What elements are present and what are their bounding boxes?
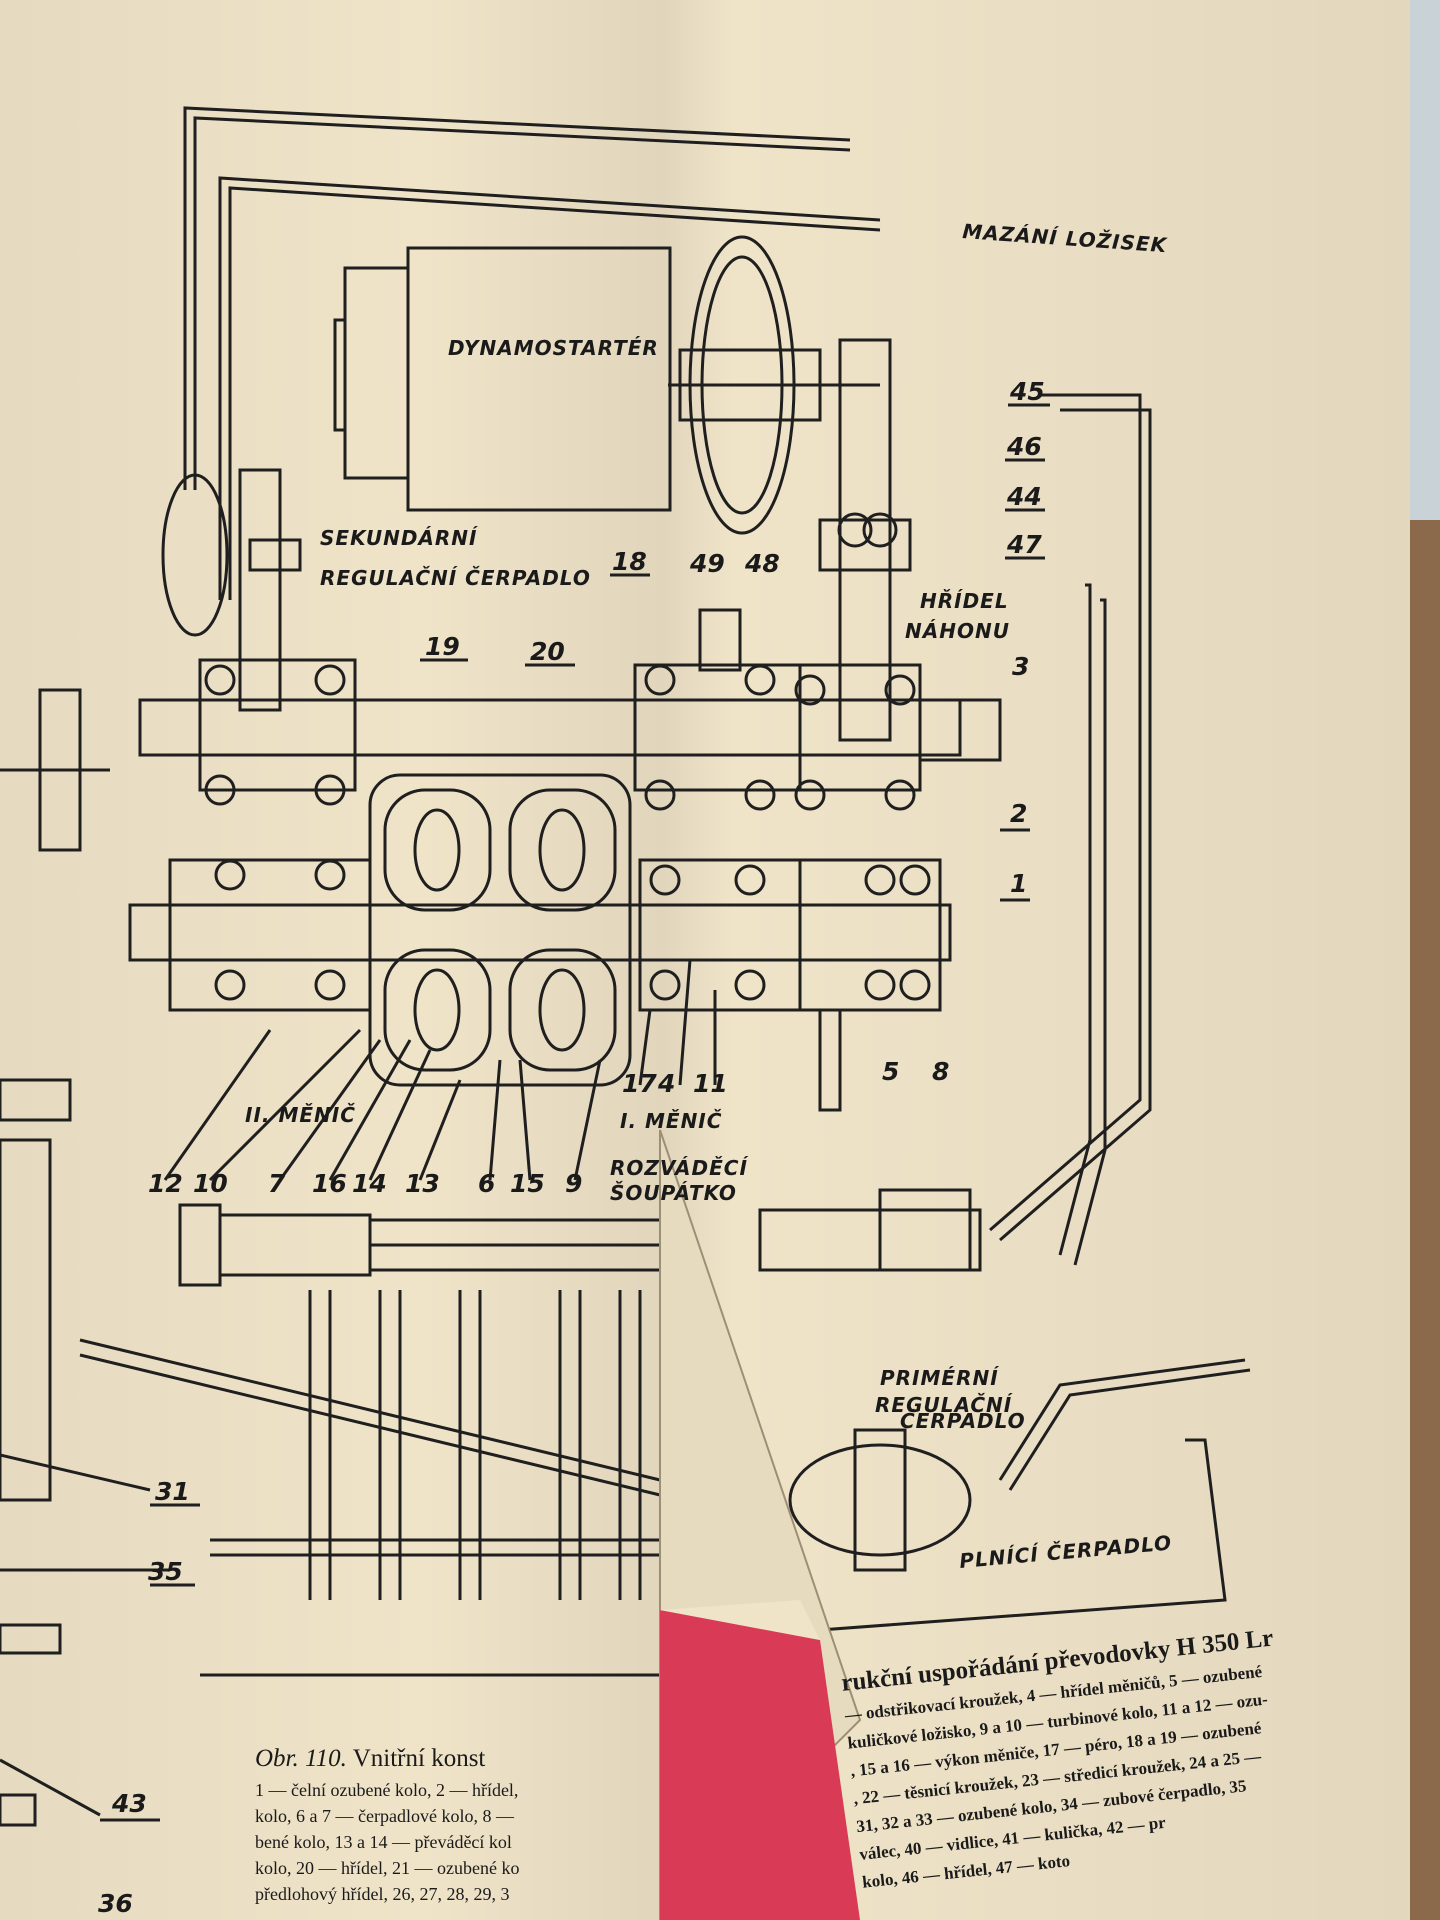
caption-line: 1 — čelní ozubené kolo, 2 — hřídel, <box>255 1780 519 1800</box>
part-number-10: 10 <box>193 1169 228 1198</box>
label-lubrication: MAZÁNÍ LOŽISEK <box>962 219 1169 257</box>
part-number-19: 19 <box>425 632 460 661</box>
part-number-7: 7 <box>268 1169 286 1198</box>
caption-line: předlohový hřídel, 26, 27, 28, 29, 3 <box>255 1884 510 1904</box>
label-primary-pump-line1: PRIMÉRNÍ <box>880 1366 999 1390</box>
dynamostarter-housing <box>333 246 672 512</box>
part-number-44: 44 <box>1006 482 1042 511</box>
part-number-9: 9 <box>565 1169 582 1198</box>
part-number-18: 18 <box>612 547 647 576</box>
left-edge-parts <box>0 1078 170 1827</box>
caption-line: kolo, 20 — hřídel, 21 — ozubené ko <box>255 1858 520 1878</box>
page-fold <box>659 1129 862 1920</box>
caption-title: Vnitřní konst <box>352 1745 486 1772</box>
label-slide-valve-line1: ROZVÁDĚCÍ <box>610 1156 748 1180</box>
part-number-14: 14 <box>352 1169 387 1198</box>
label-primary-pump-line3: ČERPADLO <box>900 1409 1026 1433</box>
figure-caption-left: Obr. 110. Vnitřní konst 1 — čelní ozuben… <box>255 1745 675 1907</box>
part-number-48: 48 <box>744 549 780 578</box>
caption-figure-prefix: Obr. 110. <box>255 1745 347 1772</box>
upper-shaft <box>138 608 1002 811</box>
part-number-16: 16 <box>312 1169 347 1198</box>
label-primary-pump-line2: REGULAČNÍ <box>875 1393 1013 1417</box>
slide-valve <box>178 1188 982 1287</box>
lubrication-lines <box>183 106 1152 1266</box>
label-secondary-pump-line2: REGULAČNÍ ČERPADLO <box>320 566 591 590</box>
part-number-35: 35 <box>148 1557 183 1586</box>
part-number-12: 12 <box>148 1169 183 1198</box>
part-number-1: 1 <box>1010 869 1027 898</box>
part-number-3: 3 <box>1012 652 1029 681</box>
part-number-8: 8 <box>932 1057 949 1086</box>
part-number-49: 49 <box>689 549 725 578</box>
left-flange <box>0 688 110 852</box>
part-number-11: 11 <box>693 1069 728 1098</box>
part-number-4: 4 <box>657 1069 675 1098</box>
number-underlines <box>100 403 1050 1822</box>
caption-line: kolo, 6 a 7 — čerpadlové kolo, 8 — <box>255 1806 514 1826</box>
part-number-20: 20 <box>530 637 565 666</box>
drain-lines <box>79 1290 680 1677</box>
label-drive-shaft-line2: NÁHONU <box>905 619 1010 643</box>
drive-shaft-column <box>818 338 912 742</box>
part-number-45: 45 <box>1009 377 1045 406</box>
label-secondary-pump-line1: SEKUNDÁRNÍ <box>320 526 478 550</box>
caption-line: bené kolo, 13 a 14 — převáděcí kol <box>255 1832 512 1852</box>
part-number-36: 36 <box>98 1889 133 1918</box>
part-number-5: 5 <box>882 1057 899 1086</box>
label-filling-pump: PLNÍCÍ ČERPADLO <box>958 1530 1173 1573</box>
part-number-31: 31 <box>155 1477 190 1506</box>
part-number-46: 46 <box>1006 432 1042 461</box>
caption-heading: Obr. 110. Vnitřní konst <box>255 1745 675 1773</box>
part-number-43: 43 <box>111 1789 147 1818</box>
leader-lines <box>163 959 717 1182</box>
label-dynamostarter: DYNAMOSTARTÉR <box>448 336 659 360</box>
converter-shaft <box>128 858 952 1112</box>
converter-housing <box>368 773 632 1087</box>
label-slide-valve-line2: ŠOUPÁTKO <box>610 1181 737 1205</box>
coupling <box>668 235 880 535</box>
secondary-pump <box>161 468 302 712</box>
label-converter-2: II. MĚNIČ <box>245 1103 356 1127</box>
label-converter-1: I. MĚNIČ <box>620 1109 722 1133</box>
part-number-17: 17 <box>622 1069 657 1098</box>
part-number-47: 47 <box>1006 530 1042 559</box>
part-number-6: 6 <box>478 1169 495 1198</box>
part-number-2: 2 <box>1010 799 1027 828</box>
label-drive-shaft-line1: HŘÍDEL <box>920 589 1009 613</box>
part-number-15: 15 <box>510 1169 545 1198</box>
gearbox-drawing: MAZÁNÍ LOŽISEK DYNAMOSTARTÉR SEKUNDÁRNÍ … <box>0 106 1251 1920</box>
primary-pump <box>788 1358 1251 1632</box>
part-number-13: 13 <box>405 1169 440 1198</box>
